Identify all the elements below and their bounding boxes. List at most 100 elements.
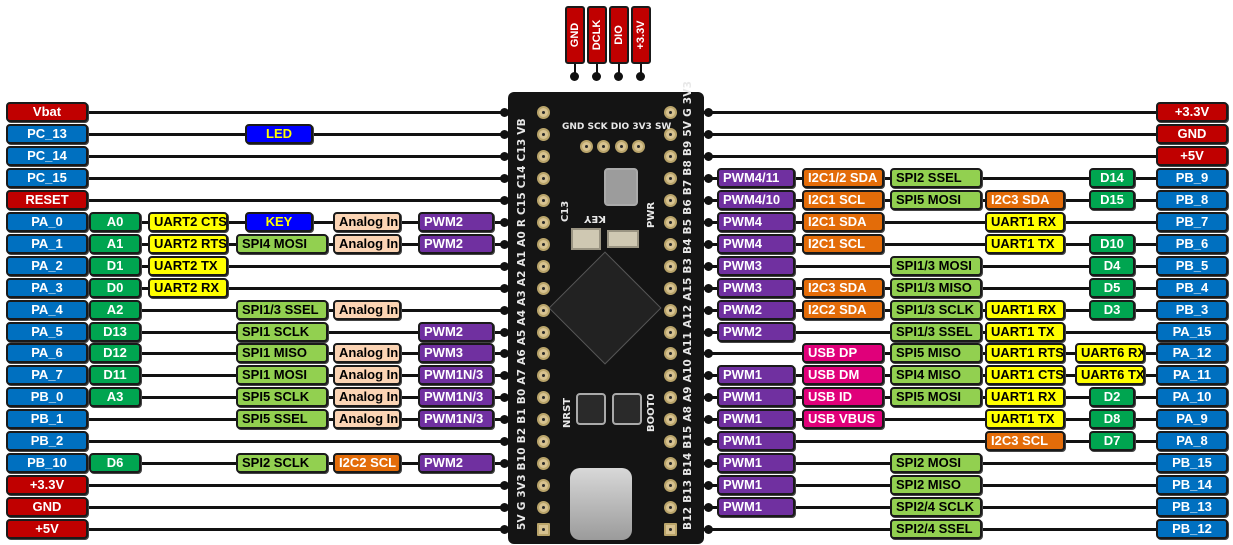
arduino-label: D13 <box>89 321 141 342</box>
pin-dot <box>500 195 509 205</box>
pin-label-pa9: PA_9 <box>1156 409 1228 430</box>
pin-label-pa5: PA_5 <box>6 321 88 342</box>
header-pad-left <box>537 391 550 405</box>
pin-dot <box>704 327 713 337</box>
pin-label-pb6: PB_6 <box>1156 233 1228 254</box>
pin-dot <box>500 217 509 227</box>
header-pad-right <box>664 413 677 427</box>
pin-dot <box>500 393 509 403</box>
spi-label: SPI4 MOSI <box>236 233 328 254</box>
pin-dot <box>500 349 509 359</box>
pwm-label: PWM1N/3 <box>418 365 494 386</box>
arduino-label: D5 <box>1089 277 1135 298</box>
pin-dot <box>500 305 509 315</box>
analog-label: Analog In <box>333 299 401 320</box>
key-label: KEY <box>245 211 313 232</box>
analog-label: Analog In <box>333 387 401 408</box>
pin-label-pa3: PA_3 <box>6 277 88 298</box>
header-pad-right <box>664 479 677 493</box>
header-pad-left <box>537 413 550 427</box>
pin-label-pb2: PB_2 <box>6 431 88 452</box>
usb-label: USB ID <box>802 387 884 408</box>
pwm-label: PWM4 <box>717 233 795 254</box>
pin-label-5v: +5V <box>6 519 88 540</box>
pin-label-pa12: PA_12 <box>1156 343 1228 364</box>
spi-label: SPI2 SSEL <box>890 167 982 188</box>
pin-dot <box>500 503 509 513</box>
i2c-label: I2C3 SDA <box>802 277 884 298</box>
pwm-label: PWM2 <box>418 233 494 254</box>
arduino-label: D3 <box>1089 299 1135 320</box>
uart-label: UART2 RX <box>148 277 228 298</box>
spi-label: SPI2/4 SCLK <box>890 497 982 518</box>
pwm-label: PWM4/11 <box>717 167 795 188</box>
analog-label: Analog In <box>333 233 401 254</box>
pin-wire <box>85 176 508 180</box>
pin-wire <box>704 220 1160 224</box>
nrst-button <box>576 393 606 425</box>
header-pad-right <box>664 501 677 515</box>
pin-label-gnd: GND <box>1156 123 1228 144</box>
spi-label: SPI5 MOSI <box>890 189 982 210</box>
header-pad-right <box>664 457 677 471</box>
pin-dot <box>704 503 713 513</box>
spi-label: SPI2 SCLK <box>236 453 328 474</box>
spi-label: SPI1/3 MOSI <box>890 255 982 276</box>
pin-wire <box>85 111 508 114</box>
pin-label-pb0: PB_0 <box>6 387 88 408</box>
spi-label: SPI2 MISO <box>890 475 982 496</box>
top-silk-labels: GND SCK DIO 3V3 SW <box>562 122 672 132</box>
header-pad-left <box>537 501 550 515</box>
rtc-crystal <box>607 230 639 248</box>
pin-dot <box>704 195 713 205</box>
pwm-label: PWM1 <box>717 497 795 518</box>
i2c-label: I2C3 SCL <box>985 431 1065 452</box>
pin-dot <box>500 525 509 535</box>
analog-label: Analog In <box>333 409 401 430</box>
pin-dot <box>704 525 713 535</box>
header-pad-left <box>537 149 550 163</box>
pwm-label: PWM1 <box>717 387 795 408</box>
pin-label-vbat: Vbat <box>6 102 88 122</box>
uart6-label: UART6 RX <box>1075 343 1145 364</box>
uart6-label: UART6 TX <box>1075 365 1145 386</box>
pin-dot <box>500 261 509 271</box>
pin-wire <box>704 111 1160 114</box>
debug-header-label: +3.3V <box>635 20 647 50</box>
debug-header-dot <box>570 72 579 81</box>
header-pad-left <box>537 325 550 339</box>
header-pad-right <box>664 391 677 405</box>
uart-label: UART1 RTS <box>985 343 1065 364</box>
pin-wire <box>704 132 1160 136</box>
pin-dot <box>704 151 713 161</box>
pin-dot <box>500 151 509 161</box>
usb-label: USB DP <box>802 343 884 364</box>
header-pad-left <box>537 259 550 273</box>
debug-header-pin: DIO <box>609 6 629 64</box>
spi-label: SPI1/3 SSEL <box>236 299 328 320</box>
analog-label: Analog In <box>333 365 401 386</box>
spi-label: SPI5 SSEL <box>236 409 328 430</box>
header-pad-right <box>664 369 677 383</box>
debug-header-lead <box>574 64 576 74</box>
pin-label-pb9: PB_9 <box>1156 167 1228 188</box>
header-pad-left <box>537 127 550 141</box>
pin-label-pb12: PB_12 <box>1156 519 1228 540</box>
pin-label-pa10: PA_10 <box>1156 387 1228 408</box>
pin-label-pa11: PA_11 <box>1156 365 1228 386</box>
pin-dot <box>704 349 713 359</box>
header-pad-left <box>537 479 550 493</box>
header-pad-left <box>537 523 550 537</box>
debug-header-lead <box>640 64 642 74</box>
pin-dot <box>704 108 713 117</box>
uart-label: UART1 RX <box>985 211 1065 232</box>
header-pad-left <box>537 171 550 185</box>
swd-pad <box>597 140 610 153</box>
pwm-label: PWM4/10 <box>717 189 795 210</box>
pin-label-pa0: PA_0 <box>6 211 88 232</box>
debug-header-pin: +3.3V <box>631 6 651 64</box>
pwm-label: PWM1 <box>717 365 795 386</box>
pin-dot <box>704 371 713 381</box>
pin-label-pb3: PB_3 <box>1156 299 1228 320</box>
pin-dot <box>704 239 713 249</box>
